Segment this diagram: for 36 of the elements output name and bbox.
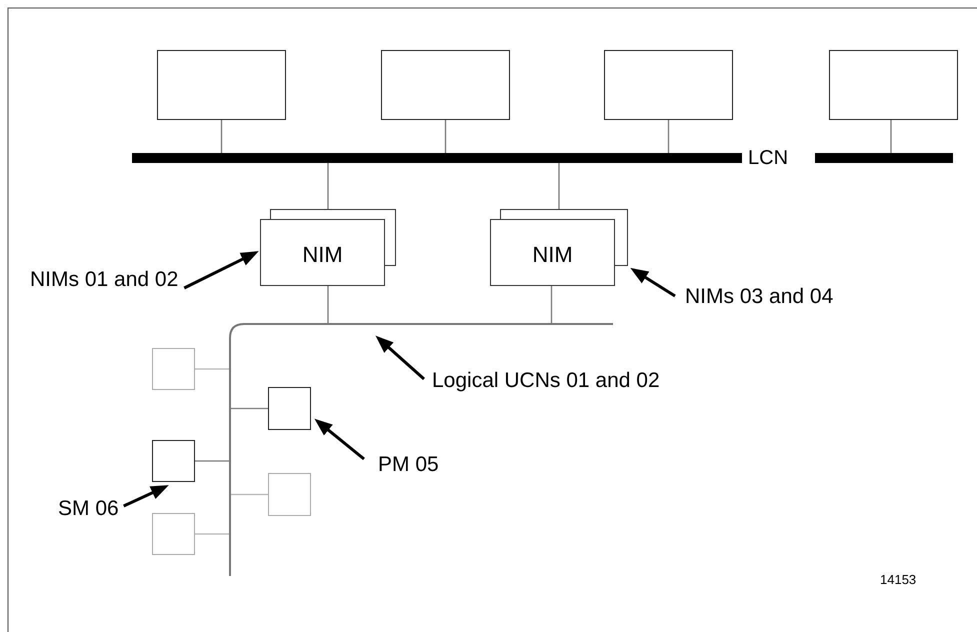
connector-line <box>327 163 329 209</box>
connector-line <box>558 163 560 209</box>
figure-number: 14153 <box>880 572 916 588</box>
connector-line <box>195 533 230 535</box>
module-box <box>829 50 958 120</box>
connector-line <box>444 120 446 153</box>
connector-line <box>668 120 670 153</box>
module-box <box>152 348 195 390</box>
module-box <box>604 50 733 120</box>
callout-label: NIMs 01 and 02 <box>30 268 178 292</box>
connector-line <box>195 460 230 462</box>
module-box <box>152 513 195 555</box>
connector-line <box>230 494 268 496</box>
node-label: NIM <box>531 243 574 267</box>
connector-line <box>890 120 892 153</box>
leader-arrow <box>376 336 425 380</box>
leader-arrow <box>184 251 259 290</box>
stacked-module-box <box>260 209 396 286</box>
callout-label: Logical UCNs 01 and 02 <box>432 369 660 393</box>
callout-label: SM 06 <box>58 497 119 521</box>
callout-label: PM 05 <box>378 453 439 477</box>
module-box <box>381 50 510 120</box>
leader-arrow <box>123 485 169 508</box>
module-box <box>152 440 195 482</box>
connector-line <box>550 286 552 323</box>
connector-line <box>327 286 329 323</box>
callout-label: NIMs 03 and 04 <box>685 285 834 309</box>
bus-label: LCN <box>748 146 788 170</box>
node-label: NIM <box>301 243 344 267</box>
stacked-module-box <box>490 209 628 286</box>
module-box <box>157 50 286 120</box>
leader-arrow <box>630 268 676 298</box>
connector-line <box>220 120 222 153</box>
leader-arrow <box>314 418 365 460</box>
connector-line <box>230 408 268 410</box>
connector-line <box>195 368 230 370</box>
